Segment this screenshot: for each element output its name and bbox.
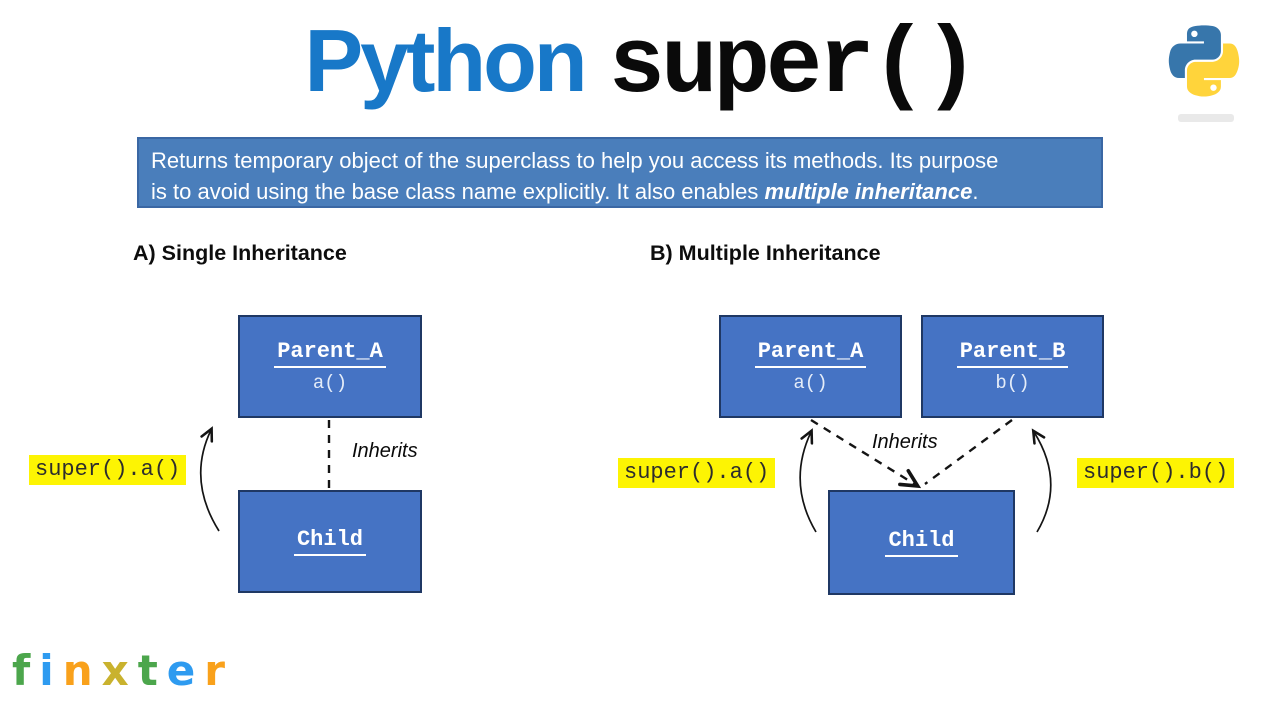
brand-letter: x <box>101 646 138 695</box>
definition-line-1: Returns temporary object of the supercla… <box>151 148 999 173</box>
class-name: Parent_B <box>956 339 1069 368</box>
class-method: a() <box>793 372 828 394</box>
section-heading-single-inheritance: A) Single Inheritance <box>133 241 347 265</box>
brand-letter: f <box>12 646 40 695</box>
class-box-child-multiple: Child <box>828 490 1015 595</box>
python-logo-icon <box>1168 25 1240 97</box>
title-word-python: Python <box>304 11 587 110</box>
super-arrow-b-right <box>1034 432 1052 533</box>
definition-line-2: is to avoid using the base class name ex… <box>151 179 979 205</box>
class-method: b() <box>995 372 1030 394</box>
inherits-line-b-right <box>924 419 1013 485</box>
finxter-logo: finxter <box>12 646 234 696</box>
super-call-label-b-left: super().a() <box>618 458 776 488</box>
class-box-parent-b-multiple: Parent_B b() <box>921 315 1104 418</box>
inherits-label-multiple: Inherits <box>872 431 938 453</box>
section-heading-multiple-inheritance: B) Multiple Inheritance <box>650 241 881 265</box>
super-call-label-b-right: super().b() <box>1077 458 1235 488</box>
class-method: a() <box>312 372 348 394</box>
super-arrow-b-left <box>799 432 817 533</box>
brand-letter: t <box>137 646 167 695</box>
emphasis-multiple-inheritance: multiple inheritance <box>764 179 973 205</box>
title-word-super: super() <box>608 14 980 120</box>
super-arrow-a <box>199 430 220 532</box>
brand-letter: i <box>39 646 63 695</box>
class-box-child-single: Child <box>238 490 422 593</box>
class-box-parent-a-single: Parent_A a() <box>238 315 422 418</box>
class-name: Parent_A <box>274 339 386 368</box>
definition-banner: Returns temporary object of the supercla… <box>137 137 1103 208</box>
brand-letter: n <box>62 646 102 695</box>
class-name: Parent_A <box>754 339 867 368</box>
brand-letter: e <box>166 646 205 695</box>
class-name: Child <box>885 528 958 557</box>
brand-letter: r <box>204 646 234 695</box>
class-box-parent-a-multiple: Parent_A a() <box>719 315 902 418</box>
page-title: Python super() <box>0 2 1280 120</box>
python-wordmark-faint <box>1178 114 1234 122</box>
class-name: Child <box>293 527 366 556</box>
super-call-label-a: super().a() <box>29 455 187 485</box>
inherits-label-single: Inherits <box>352 440 418 462</box>
